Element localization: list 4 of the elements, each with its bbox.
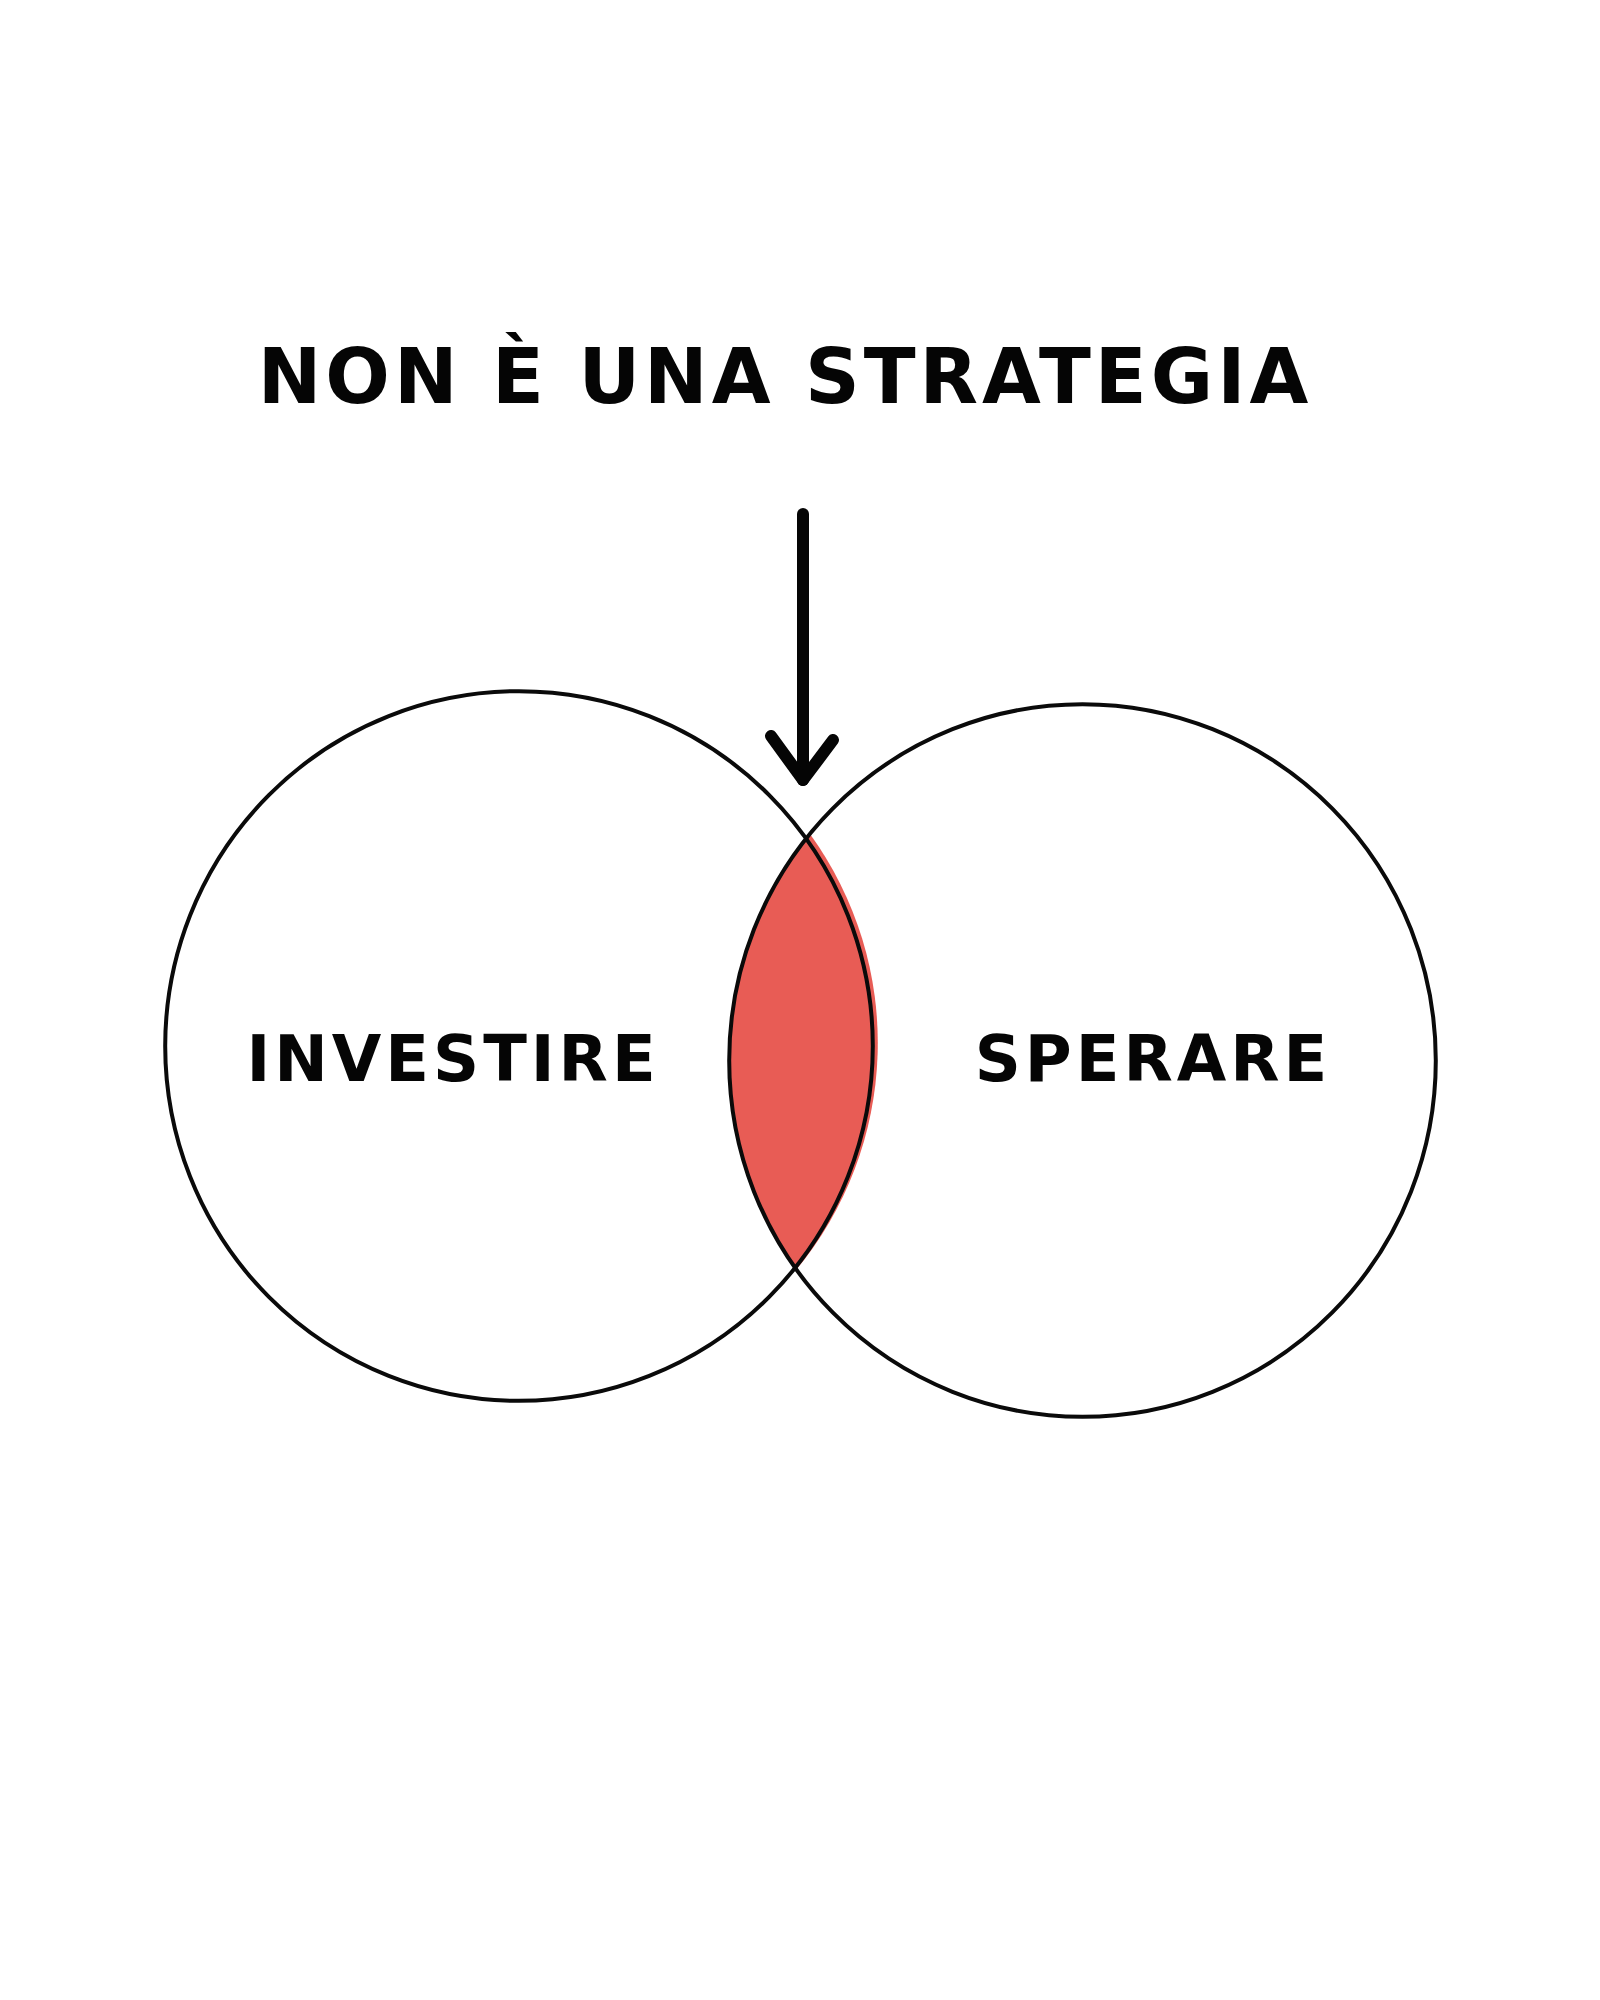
annotation-text: NON È UNA STRATEGIA [257,330,1313,423]
set-label: INVESTIRE [246,1021,660,1098]
set-label: SPERARE [974,1021,1332,1098]
arrow [765,508,839,786]
